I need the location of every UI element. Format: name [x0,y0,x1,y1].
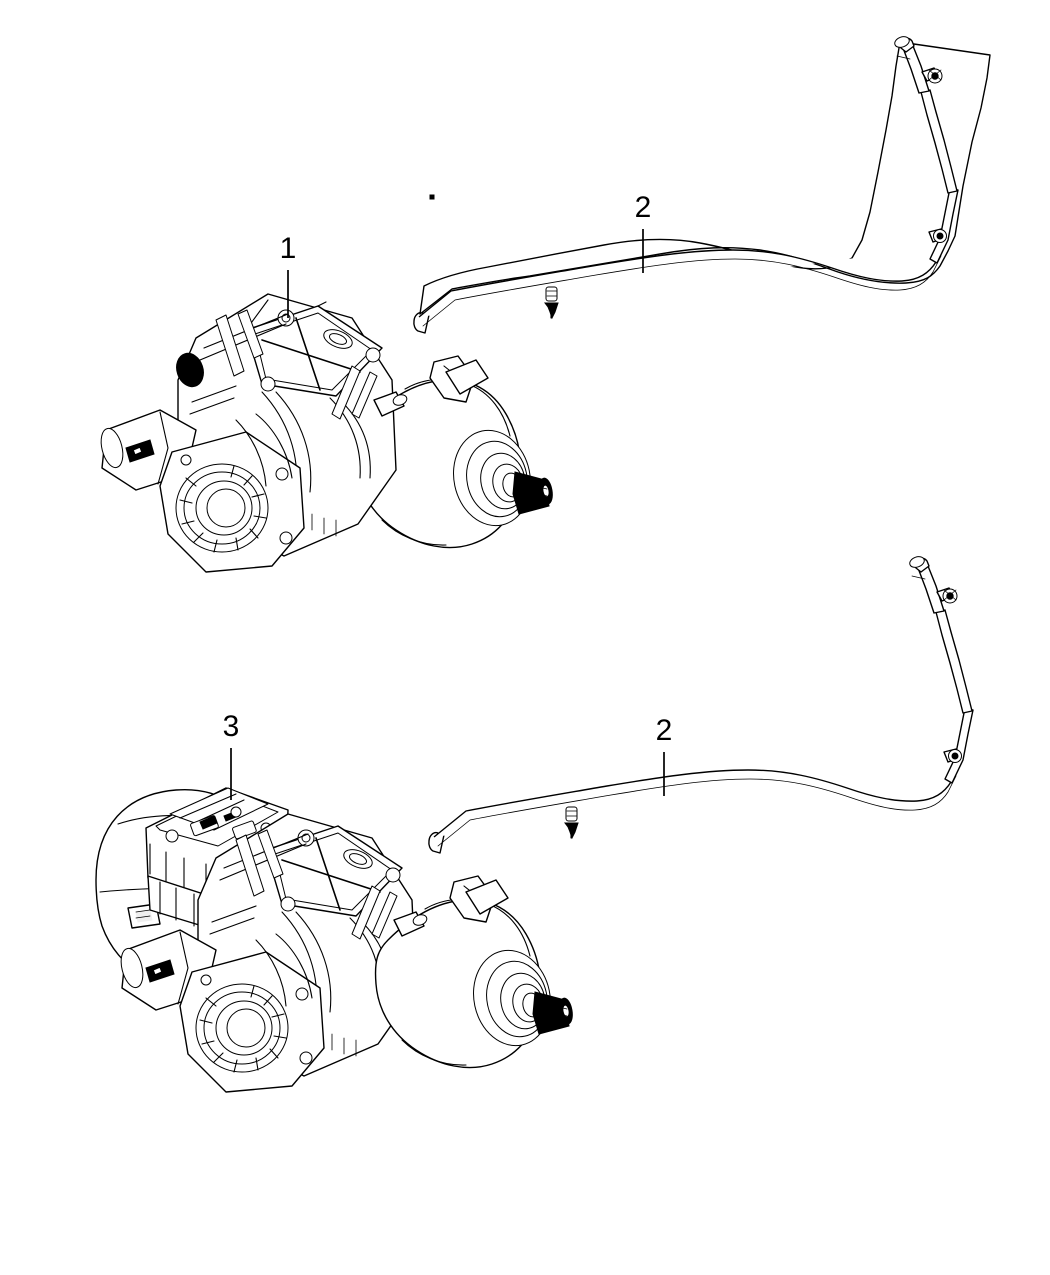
mounting-brackets-upper [215,309,378,487]
figure-upper-assembly: 1 2 [97,35,991,573]
differential-flange-lower [179,951,325,1093]
callout-2-lower-number: 2 [656,714,673,747]
hose-retainer-clip-lower-mid [564,806,579,840]
hose-retainer-clip-lower-bend [943,748,962,763]
vent-hose-lower[interactable] [428,555,974,854]
callout-3: 3 [223,710,240,800]
callout-2-upper-number: 2 [635,191,652,224]
callout-3-number: 3 [223,710,240,743]
figure-lower-assembly: 3 2 [95,555,974,1093]
power-transfer-unit-upper[interactable] [97,293,554,573]
vent-hose-upper[interactable] [413,35,991,334]
output-housing-upper [354,355,553,549]
vent-port-lower [393,911,428,937]
hose-retainer-clip-upper-top [921,67,943,84]
vent-port-upper [373,391,408,417]
differential-flange-upper [159,431,305,573]
hose-retainer-clip-upper-mid [544,286,559,320]
vent-hose-lower-riser [909,556,974,784]
mounting-brackets-lower [235,829,398,1007]
callout-1: 1 [280,232,297,318]
vent-hose-upper-riser [894,36,959,264]
callout-1-number: 1 [280,232,297,265]
callout-2-upper: 2 [635,191,652,273]
hose-retainer-clip-upper-bend [928,228,947,243]
stray-dot-artifact [429,194,435,200]
output-housing-lower [374,875,573,1069]
hose-retainer-clip-lower-top [936,587,958,604]
callout-2-lower: 2 [656,714,673,796]
power-transfer-unit-lower[interactable] [95,787,574,1093]
